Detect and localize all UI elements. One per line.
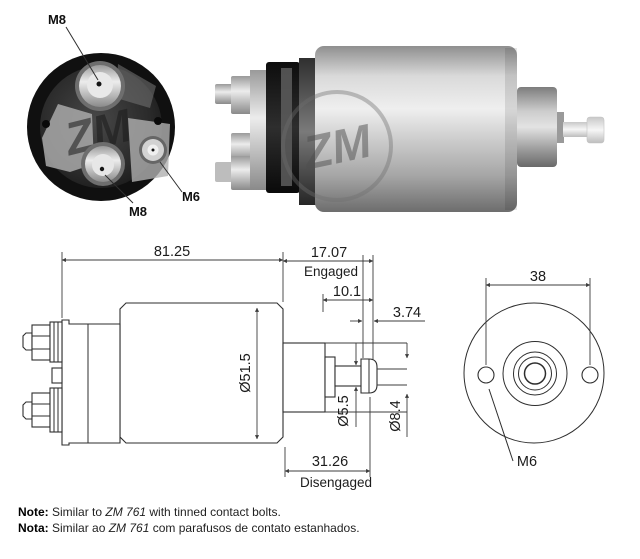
leader-m6-front [488, 388, 514, 462]
cap-bracket-left [42, 104, 94, 172]
terminal-m6 [139, 136, 167, 164]
boss-step [324, 356, 336, 398]
body-outline [119, 302, 284, 444]
phantom-lines [377, 368, 407, 386]
photo-bolt-tip-upper [215, 84, 233, 104]
dim-plunger-protrusion: 10.1 [333, 284, 361, 300]
photo-bolt-tip-lower [215, 162, 233, 182]
dim-mount-hole-spacing: 38 [530, 269, 546, 285]
label-m8-bottom: M8 [129, 204, 147, 219]
photo-washer-column [250, 70, 267, 190]
ring-1 [502, 341, 568, 406]
photo-bolt-head-upper [231, 76, 253, 114]
drawing-bolt-upper [22, 321, 63, 363]
ring-2 [513, 351, 557, 396]
dim-overall-length: 81.25 [154, 244, 190, 260]
photo-cap-stripe [281, 68, 292, 186]
terminal-m8-bottom [81, 142, 125, 186]
cover-notch [51, 367, 63, 384]
ext-tip [362, 255, 374, 360]
note-en-prefix: Similar to [52, 505, 106, 519]
dim-mount-hole-thread: M6 [517, 454, 537, 470]
note-en-model: ZM 761 [105, 505, 147, 519]
note-en-suffix: with tinned contact bolts. [146, 505, 281, 519]
solenoid-photo: ZM [215, 46, 605, 212]
photo-transition-ring [299, 58, 316, 205]
rivet-right [154, 117, 162, 125]
ext-diameters [325, 342, 407, 413]
drawing-bolt-lower [22, 387, 63, 433]
dim-disengaged-label: Disengaged [300, 475, 372, 490]
note-pt-model: ZM 761 [108, 520, 150, 535]
end-view-photo: ZM M8 M8 M6 [27, 12, 200, 219]
center-bore [523, 362, 547, 385]
photo-bolt-head-lower [231, 156, 253, 190]
photo-rod [563, 122, 588, 137]
cap-wedge [116, 64, 156, 108]
note-pt-prefix: Similar ao [52, 520, 109, 535]
mount-hole-left [477, 366, 495, 384]
note-pt-label: Nota: [18, 520, 49, 535]
dim-engaged-travel: 17.07 [311, 245, 347, 261]
photo-step [557, 112, 564, 143]
front-view-drawing: 38 M6 [463, 269, 605, 470]
ring-3 [518, 356, 552, 391]
note-pt-suffix: com parafusos de contato estanhados. [149, 520, 360, 535]
leader-m6 [159, 161, 183, 193]
leader-m8-top [65, 26, 99, 81]
dim-tip-diameter: Ø8.4 [388, 400, 404, 431]
ext-38 [485, 278, 591, 365]
cover-outline [61, 319, 121, 446]
photo-boss [517, 87, 557, 167]
photo-nut-lower [231, 133, 251, 161]
photo-cylinder-shade [505, 48, 517, 210]
flange-outline [463, 302, 605, 444]
dim-tip-length: 3.74 [393, 305, 421, 321]
plunger-shaft [334, 365, 364, 387]
dim-disengaged-travel: 31.26 [312, 454, 348, 470]
dim-engaged-label: Engaged [304, 264, 358, 279]
side-view-drawing: 81.25 17.07 Engaged 10.1 3.74 Ø51.5 Ø5.5… [22, 244, 425, 490]
note-en: Note: Similar to ZM 761 with tinned cont… [18, 505, 360, 521]
rivet-left [42, 120, 50, 128]
terminal-m8-top [75, 61, 125, 111]
photo-plastic-tip [586, 116, 605, 144]
photo-cylinder [315, 46, 517, 212]
label-m8-top: M8 [48, 12, 66, 27]
zm-logo-circle [281, 90, 393, 202]
footnotes: Note: Similar to ZM 761 with tinned cont… [18, 505, 360, 536]
leader-m8-bottom [104, 174, 134, 204]
label-m6: M6 [182, 189, 200, 204]
dim-shaft-diameter: Ø5.5 [336, 395, 352, 426]
front-boss [282, 342, 326, 413]
dim-body-diameter: Ø51.5 [238, 353, 254, 393]
mount-hole-right [581, 366, 599, 384]
note-en-label: Note: [18, 505, 49, 519]
note-pt: Nota: Similar ao ZM 761 com parafusos de… [18, 521, 360, 537]
